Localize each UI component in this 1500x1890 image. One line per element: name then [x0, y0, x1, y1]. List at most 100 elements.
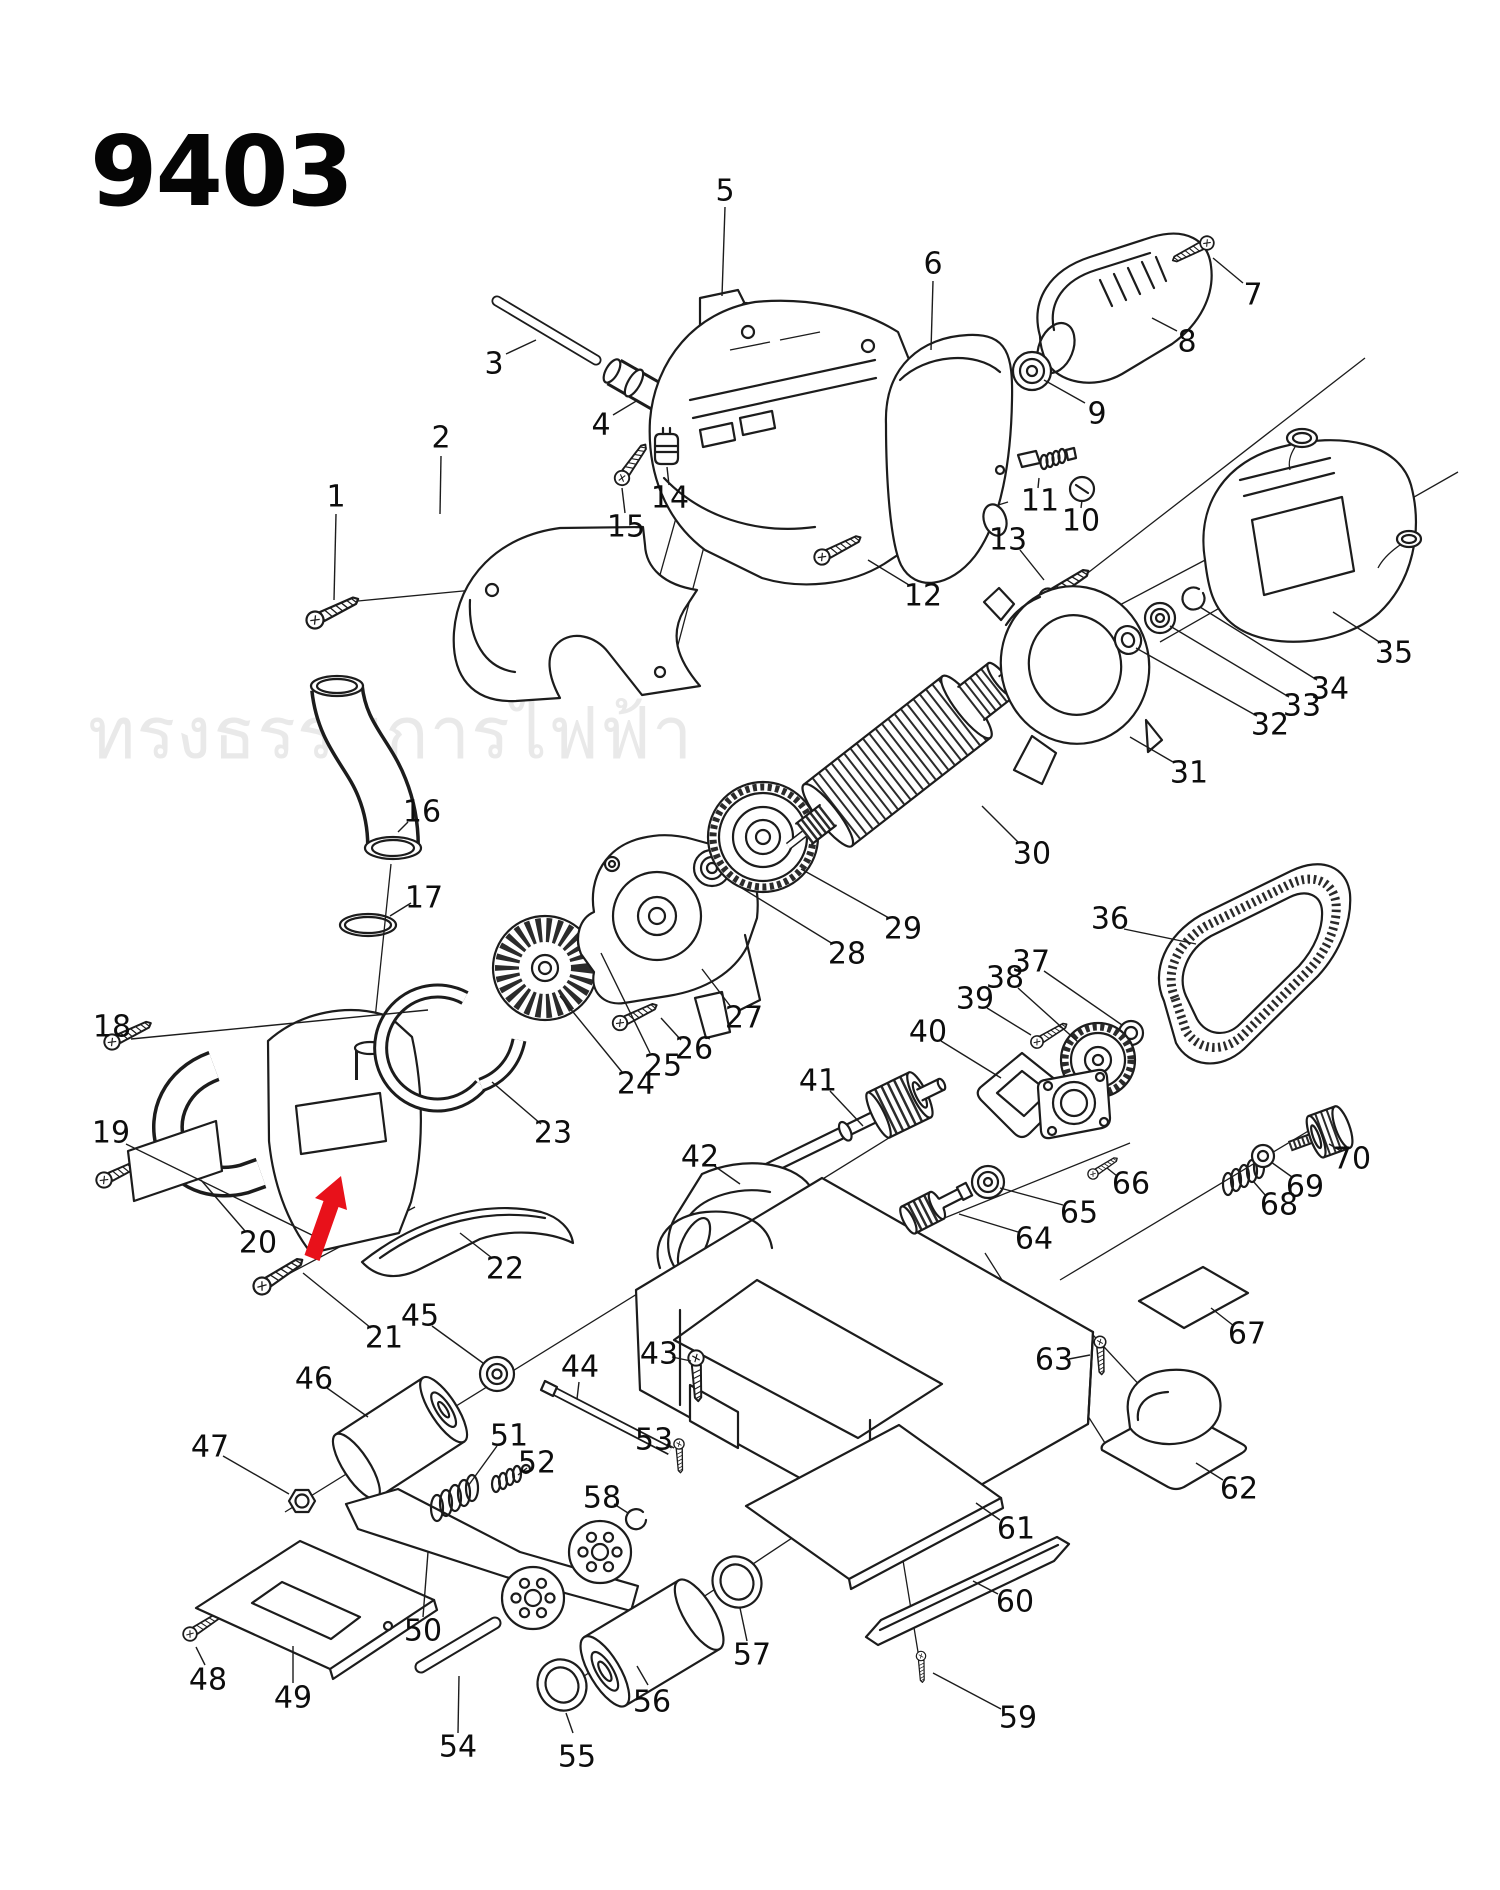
part-label-55: 55	[558, 1740, 596, 1775]
part-side-plate	[194, 1539, 439, 1681]
leader-line-48	[195, 1646, 206, 1666]
leader-line-34	[1199, 606, 1318, 681]
part-label-34: 34	[1311, 672, 1349, 707]
part-label-43: 43	[640, 1337, 678, 1372]
part-label-11: 11	[1021, 484, 1059, 519]
part-label-10: 10	[1062, 504, 1100, 539]
part-label-57: 57	[733, 1638, 771, 1673]
leader-line-28	[726, 878, 834, 945]
leader-line-25	[600, 952, 651, 1054]
leader-line-44	[576, 1381, 580, 1400]
screw-1	[302, 590, 363, 633]
part-label-63: 63	[1035, 1343, 1073, 1378]
part-tension-bar	[539, 1379, 673, 1455]
part-o-ring	[338, 912, 398, 938]
part-label-44: 44	[561, 1350, 599, 1385]
part-bearing-33	[1143, 601, 1177, 635]
part-rear-roller	[579, 1578, 725, 1708]
part-adjust-knob	[1287, 1105, 1354, 1159]
part-label-27: 27	[725, 1001, 763, 1036]
part-label-2: 2	[431, 421, 450, 456]
part-bearing-45	[478, 1355, 516, 1393]
leader-line-27	[701, 968, 732, 1008]
part-labels: 1234567891011121314151617181920212223242…	[92, 174, 1413, 1775]
leader-line-30	[981, 805, 1019, 843]
part-label-70: 70	[1333, 1142, 1371, 1177]
part-label-8: 8	[1177, 325, 1196, 360]
screw-15	[611, 439, 653, 489]
part-label-64: 64	[1015, 1222, 1053, 1257]
part-label-28: 28	[828, 937, 866, 972]
leader-line-60	[972, 1580, 999, 1595]
leader-line-17	[389, 902, 412, 917]
part-bearing-9	[1011, 350, 1053, 392]
leader-line-63	[1068, 1354, 1091, 1360]
leader-line-56	[636, 1665, 649, 1686]
diagram-line-art	[92, 232, 1423, 1712]
leader-line-40	[940, 1040, 1002, 1079]
leader-line-11	[1037, 477, 1040, 489]
part-label-1: 1	[326, 480, 345, 515]
leader-lines	[125, 206, 1382, 1734]
part-drive-belt	[1157, 863, 1352, 1065]
part-label-39: 39	[956, 982, 994, 1017]
part-label-42: 42	[681, 1140, 719, 1175]
part-carbon-plate	[744, 1423, 1005, 1591]
part-label-38: 38	[986, 961, 1024, 996]
leader-line-8	[1151, 317, 1178, 332]
leader-line-35	[1332, 611, 1382, 644]
leader-line-61	[975, 1502, 1001, 1521]
part-label-61: 61	[997, 1512, 1035, 1547]
part-motor-housing	[884, 333, 1014, 584]
part-cork-bar	[864, 1535, 1071, 1647]
part-name-plate	[126, 1119, 224, 1203]
leader-line-26	[660, 1017, 682, 1041]
leader-line-36	[1123, 928, 1197, 945]
part-label-17: 17	[405, 881, 443, 916]
leader-line-66	[1106, 1167, 1118, 1177]
leader-line-33	[1169, 625, 1290, 698]
part-pin-54	[414, 1616, 502, 1674]
part-dust-elbow	[309, 674, 423, 861]
part-label-24: 24	[617, 1067, 655, 1102]
part-label-26: 26	[675, 1032, 713, 1067]
part-label-23: 23	[534, 1116, 572, 1151]
leader-line-39	[986, 1007, 1032, 1036]
leader-line-32	[1135, 647, 1258, 717]
part-label-35: 35	[1375, 636, 1413, 671]
part-label-60: 60	[996, 1585, 1034, 1620]
leader-line-5	[721, 206, 726, 297]
leader-line-70	[1328, 1143, 1342, 1152]
leader-line-23	[491, 1081, 542, 1125]
part-label-plate-67	[1137, 1265, 1250, 1330]
part-clamp-ring	[373, 983, 527, 1113]
part-label-41: 41	[799, 1064, 837, 1099]
leader-line-29	[800, 868, 890, 919]
leader-line-57	[739, 1607, 748, 1642]
leader-line-52	[517, 1467, 528, 1476]
part-label-50: 50	[404, 1614, 442, 1649]
screw-63	[1093, 1335, 1109, 1376]
part-label-7: 7	[1243, 278, 1262, 313]
leader-line-21	[302, 1272, 372, 1329]
part-label-5: 5	[715, 174, 734, 209]
part-carbon-brush	[1016, 446, 1078, 471]
leader-line-46	[326, 1387, 369, 1418]
part-label-3: 3	[484, 347, 503, 382]
leader-line-54	[457, 1675, 460, 1734]
part-bearing-65	[970, 1164, 1006, 1200]
leader-line-50	[422, 1551, 429, 1618]
leader-line-6	[930, 280, 934, 351]
part-washer-69	[1250, 1143, 1276, 1169]
part-label-68: 68	[1260, 1188, 1298, 1223]
part-base-frame	[634, 1176, 1095, 1534]
leader-line-13	[1019, 549, 1045, 581]
part-nut	[287, 1488, 317, 1514]
part-washer-32	[1113, 624, 1143, 656]
part-label-65: 65	[1060, 1196, 1098, 1231]
part-label-52: 52	[518, 1446, 556, 1481]
leader-line-64	[958, 1213, 1019, 1233]
leader-line-2	[439, 455, 442, 515]
leader-line-47	[222, 1455, 290, 1495]
